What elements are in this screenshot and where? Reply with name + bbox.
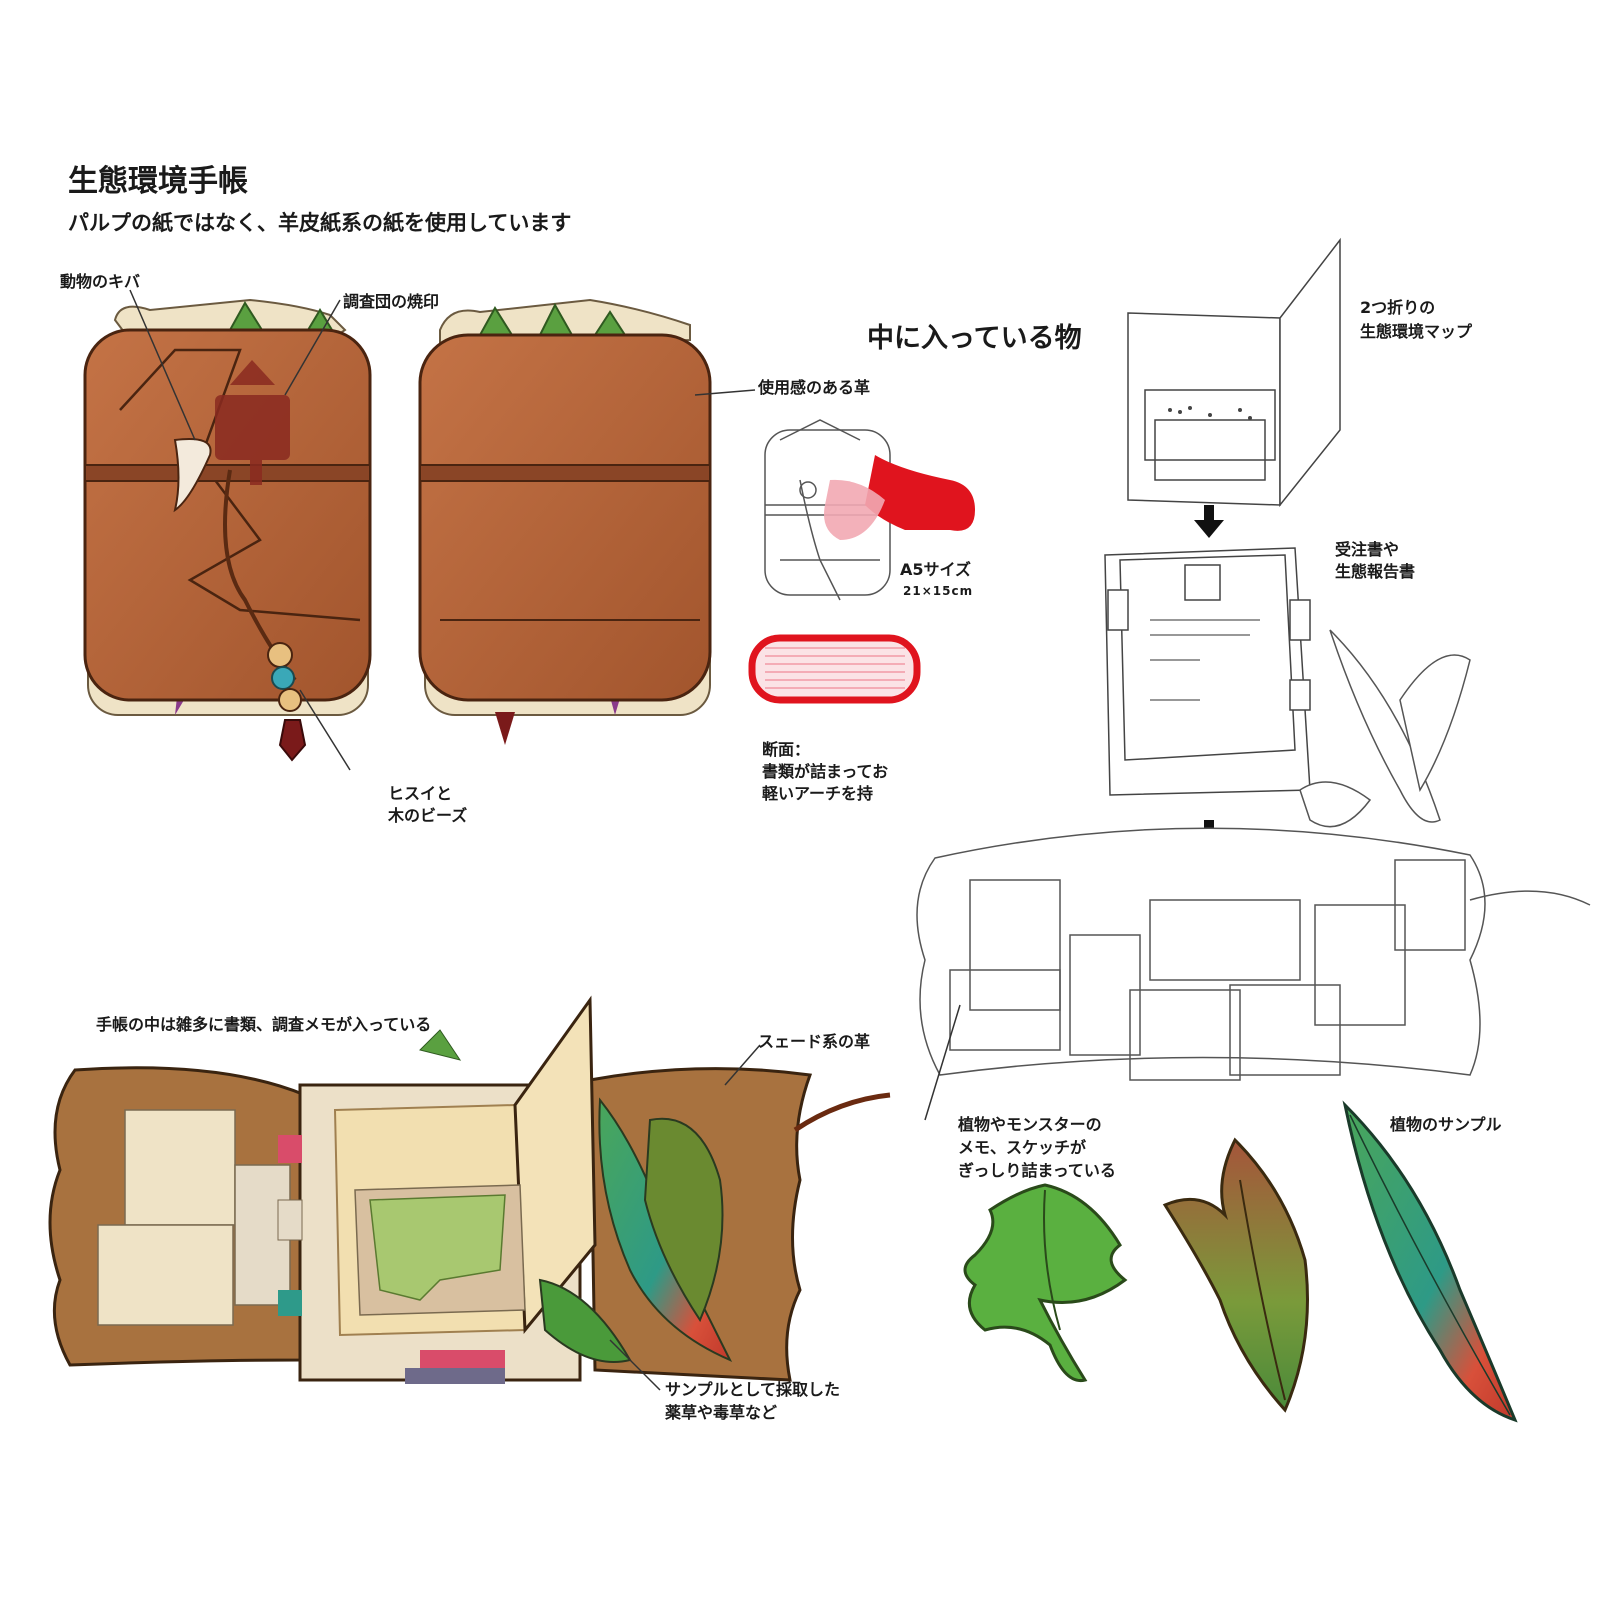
label-map-line1: 2つ折りの [1360, 298, 1436, 317]
label-samples-line1: サンプルとして採取した [665, 1380, 841, 1399]
leaf-sample-green [963, 1183, 1128, 1383]
label-inside-note: 手帳の中は雑多に書類、調査メモが入っている [96, 1015, 432, 1034]
arrow-down-1 [1194, 505, 1224, 538]
label-brand: 調査団の焼印 [343, 292, 440, 311]
label-samples-line2: 薬草や毒草など [665, 1403, 778, 1422]
leaf-sample-brown [1162, 1137, 1309, 1413]
label-memo-line3: ぎっしり詰まっている [958, 1161, 1116, 1180]
contents-heading: 中に入っている物 [867, 323, 1082, 354]
label-section-line3: 軽いアーチを持 [762, 784, 874, 803]
label-suede: スェード系の革 [758, 1032, 871, 1051]
label-size: A5サイズ [900, 560, 972, 579]
label-beads-line2: 木のビーズ [388, 806, 468, 825]
label-map-line2: 生態環境マップ [1360, 322, 1473, 341]
folded-map-sketch [1127, 237, 1341, 508]
leader-lines [129, 289, 961, 1391]
hand-marker [865, 455, 975, 531]
leaf-sample-feather [1342, 1100, 1518, 1423]
label-memo-line2: メモ、スケッチが [958, 1138, 1087, 1157]
cross-section [748, 634, 921, 704]
reports-stack-sketch [1104, 547, 1311, 796]
open-notebook-illustration [48, 995, 891, 1384]
feather-leaf-sketch [1299, 629, 1471, 828]
label-worn-leather: 使用感のある革 [758, 378, 871, 397]
label-size-value: 21×15cm [903, 584, 974, 598]
page-title: 生態環境手帳 [68, 164, 248, 199]
notebook-front-illustration [83, 298, 372, 762]
page-subtitle: パルプの紙ではなく、羊皮紙系の紙を使用しています [68, 211, 572, 235]
label-memo-line1: 植物やモンスターの [958, 1115, 1102, 1134]
label-section-line1: 断面： [762, 740, 811, 759]
label-orders-line1: 受注書や [1335, 540, 1400, 559]
label-plant-samples: 植物のサンプル [1390, 1115, 1502, 1134]
notebook-back-illustration [418, 298, 712, 745]
label-beads-line1: ヒスイと [388, 784, 453, 803]
label-section-line2: 書類が詰まってお [762, 762, 889, 781]
label-orders-line2: 生態報告書 [1335, 562, 1416, 581]
label-fang: 動物のキバ [60, 272, 141, 291]
open-pages-sketch [916, 827, 1591, 1081]
